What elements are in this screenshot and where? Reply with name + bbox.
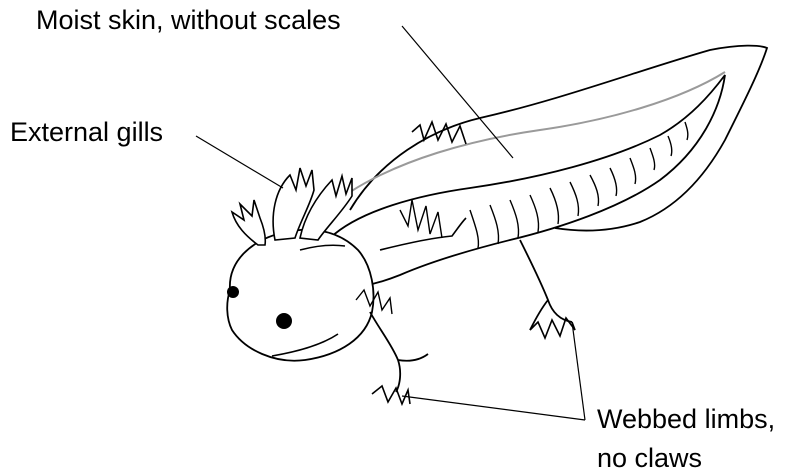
front-leg: [370, 312, 428, 392]
eye-right: [276, 313, 292, 329]
limbs-leader-line-2: [572, 322, 585, 420]
skin-label: Moist skin, without scales: [36, 4, 341, 36]
rear-foot: [530, 318, 575, 338]
rear-leg: [520, 240, 572, 330]
front-foot: [372, 386, 410, 404]
limbs-label-line1: Webbed limbs,: [597, 403, 775, 435]
limbs-label-line2: no claws: [597, 442, 702, 474]
gills-label: External gills: [10, 116, 163, 148]
eye-left: [227, 286, 239, 298]
limbs-leader-line-1: [402, 396, 585, 420]
gills-leader-line: [196, 136, 283, 188]
